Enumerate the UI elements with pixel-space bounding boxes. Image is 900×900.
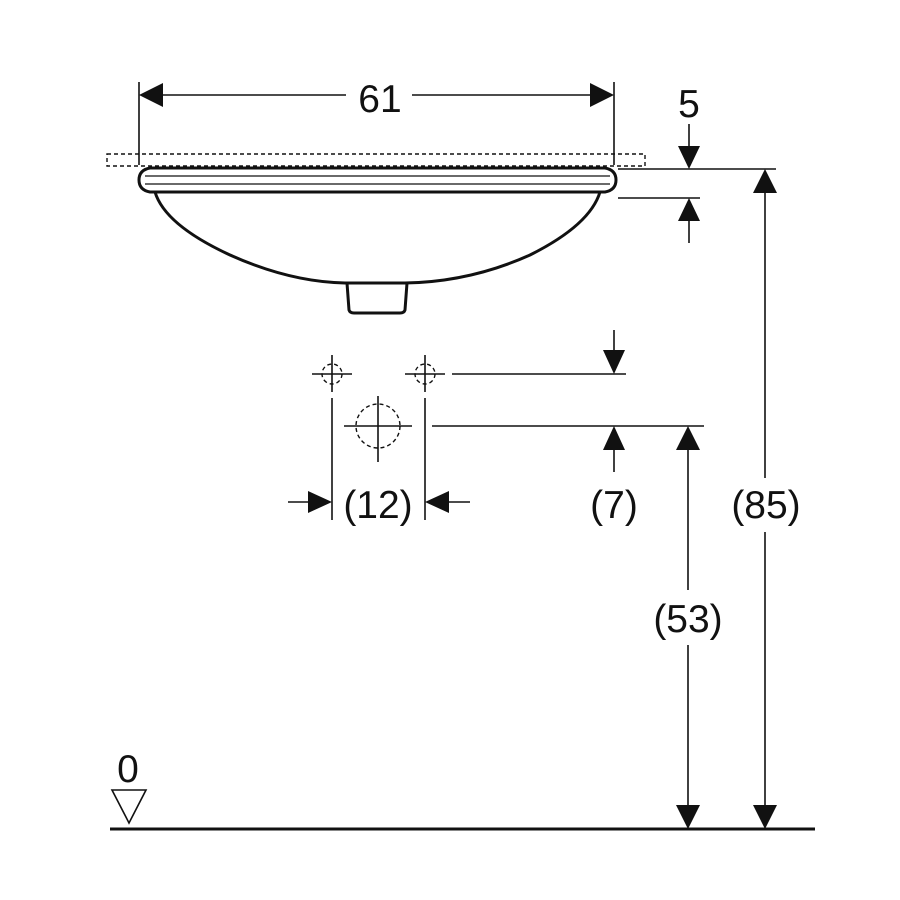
drain-outlet (345, 282, 409, 315)
tap-offset-label: (7) (590, 484, 638, 527)
tap-spacing-dimension: (12) (288, 398, 470, 527)
width-dimension: 61 (138, 78, 615, 165)
countertop-outline (106, 153, 646, 167)
basin (106, 153, 646, 315)
rim-label: 5 (678, 83, 700, 126)
tap-hole-left (312, 355, 352, 392)
floor-level-symbol (110, 789, 148, 825)
floor-label: 0 (117, 748, 139, 791)
basin-rim (137, 166, 618, 194)
tap-holes (312, 355, 445, 462)
outlet-height-label: (53) (653, 598, 722, 641)
basin-bowl (153, 191, 602, 285)
overall-height-dimension: (85) (731, 169, 801, 829)
outlet-height-dimension: (53) (432, 425, 723, 829)
tap-spacing-label: (12) (343, 484, 412, 527)
rim-dimension: 5 (618, 83, 776, 243)
floor-reference: 0 (110, 748, 815, 831)
width-label: 61 (358, 78, 401, 121)
tap-hole-right (405, 355, 445, 392)
outlet-centre (344, 396, 412, 462)
overall-height-label: (85) (731, 484, 800, 527)
tap-offset-dimension: (7) (452, 330, 638, 527)
